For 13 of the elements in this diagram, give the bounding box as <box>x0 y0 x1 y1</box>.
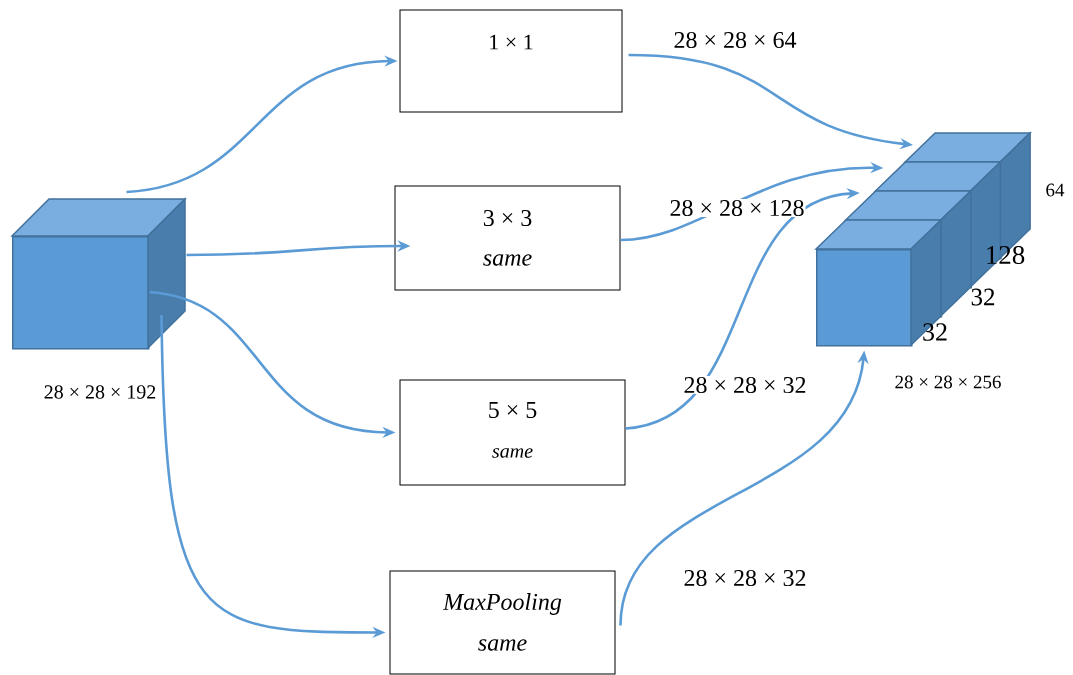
edge-label: 28 × 28 × 32 <box>682 568 808 588</box>
size-label: 28 × 28 × 192 <box>44 385 156 399</box>
edge-label: 28 × 28 × 128 <box>668 198 806 218</box>
layer-box: 3 × 3 same <box>394 185 621 291</box>
size-label: 28 × 28 × 256 <box>895 375 1001 389</box>
edge-label: 28 × 28 × 64 <box>672 30 798 50</box>
layer-box: MaxPooling same <box>389 570 616 675</box>
size-label: 32 <box>923 323 947 341</box>
layer-box: 5 × 5 same <box>399 379 626 486</box>
size-label: 64 <box>1046 183 1065 197</box>
size-label: 32 <box>971 288 995 306</box>
edge-label: 28 × 28 × 32 <box>682 375 808 395</box>
layer-box: 1 × 1 <box>399 9 623 113</box>
